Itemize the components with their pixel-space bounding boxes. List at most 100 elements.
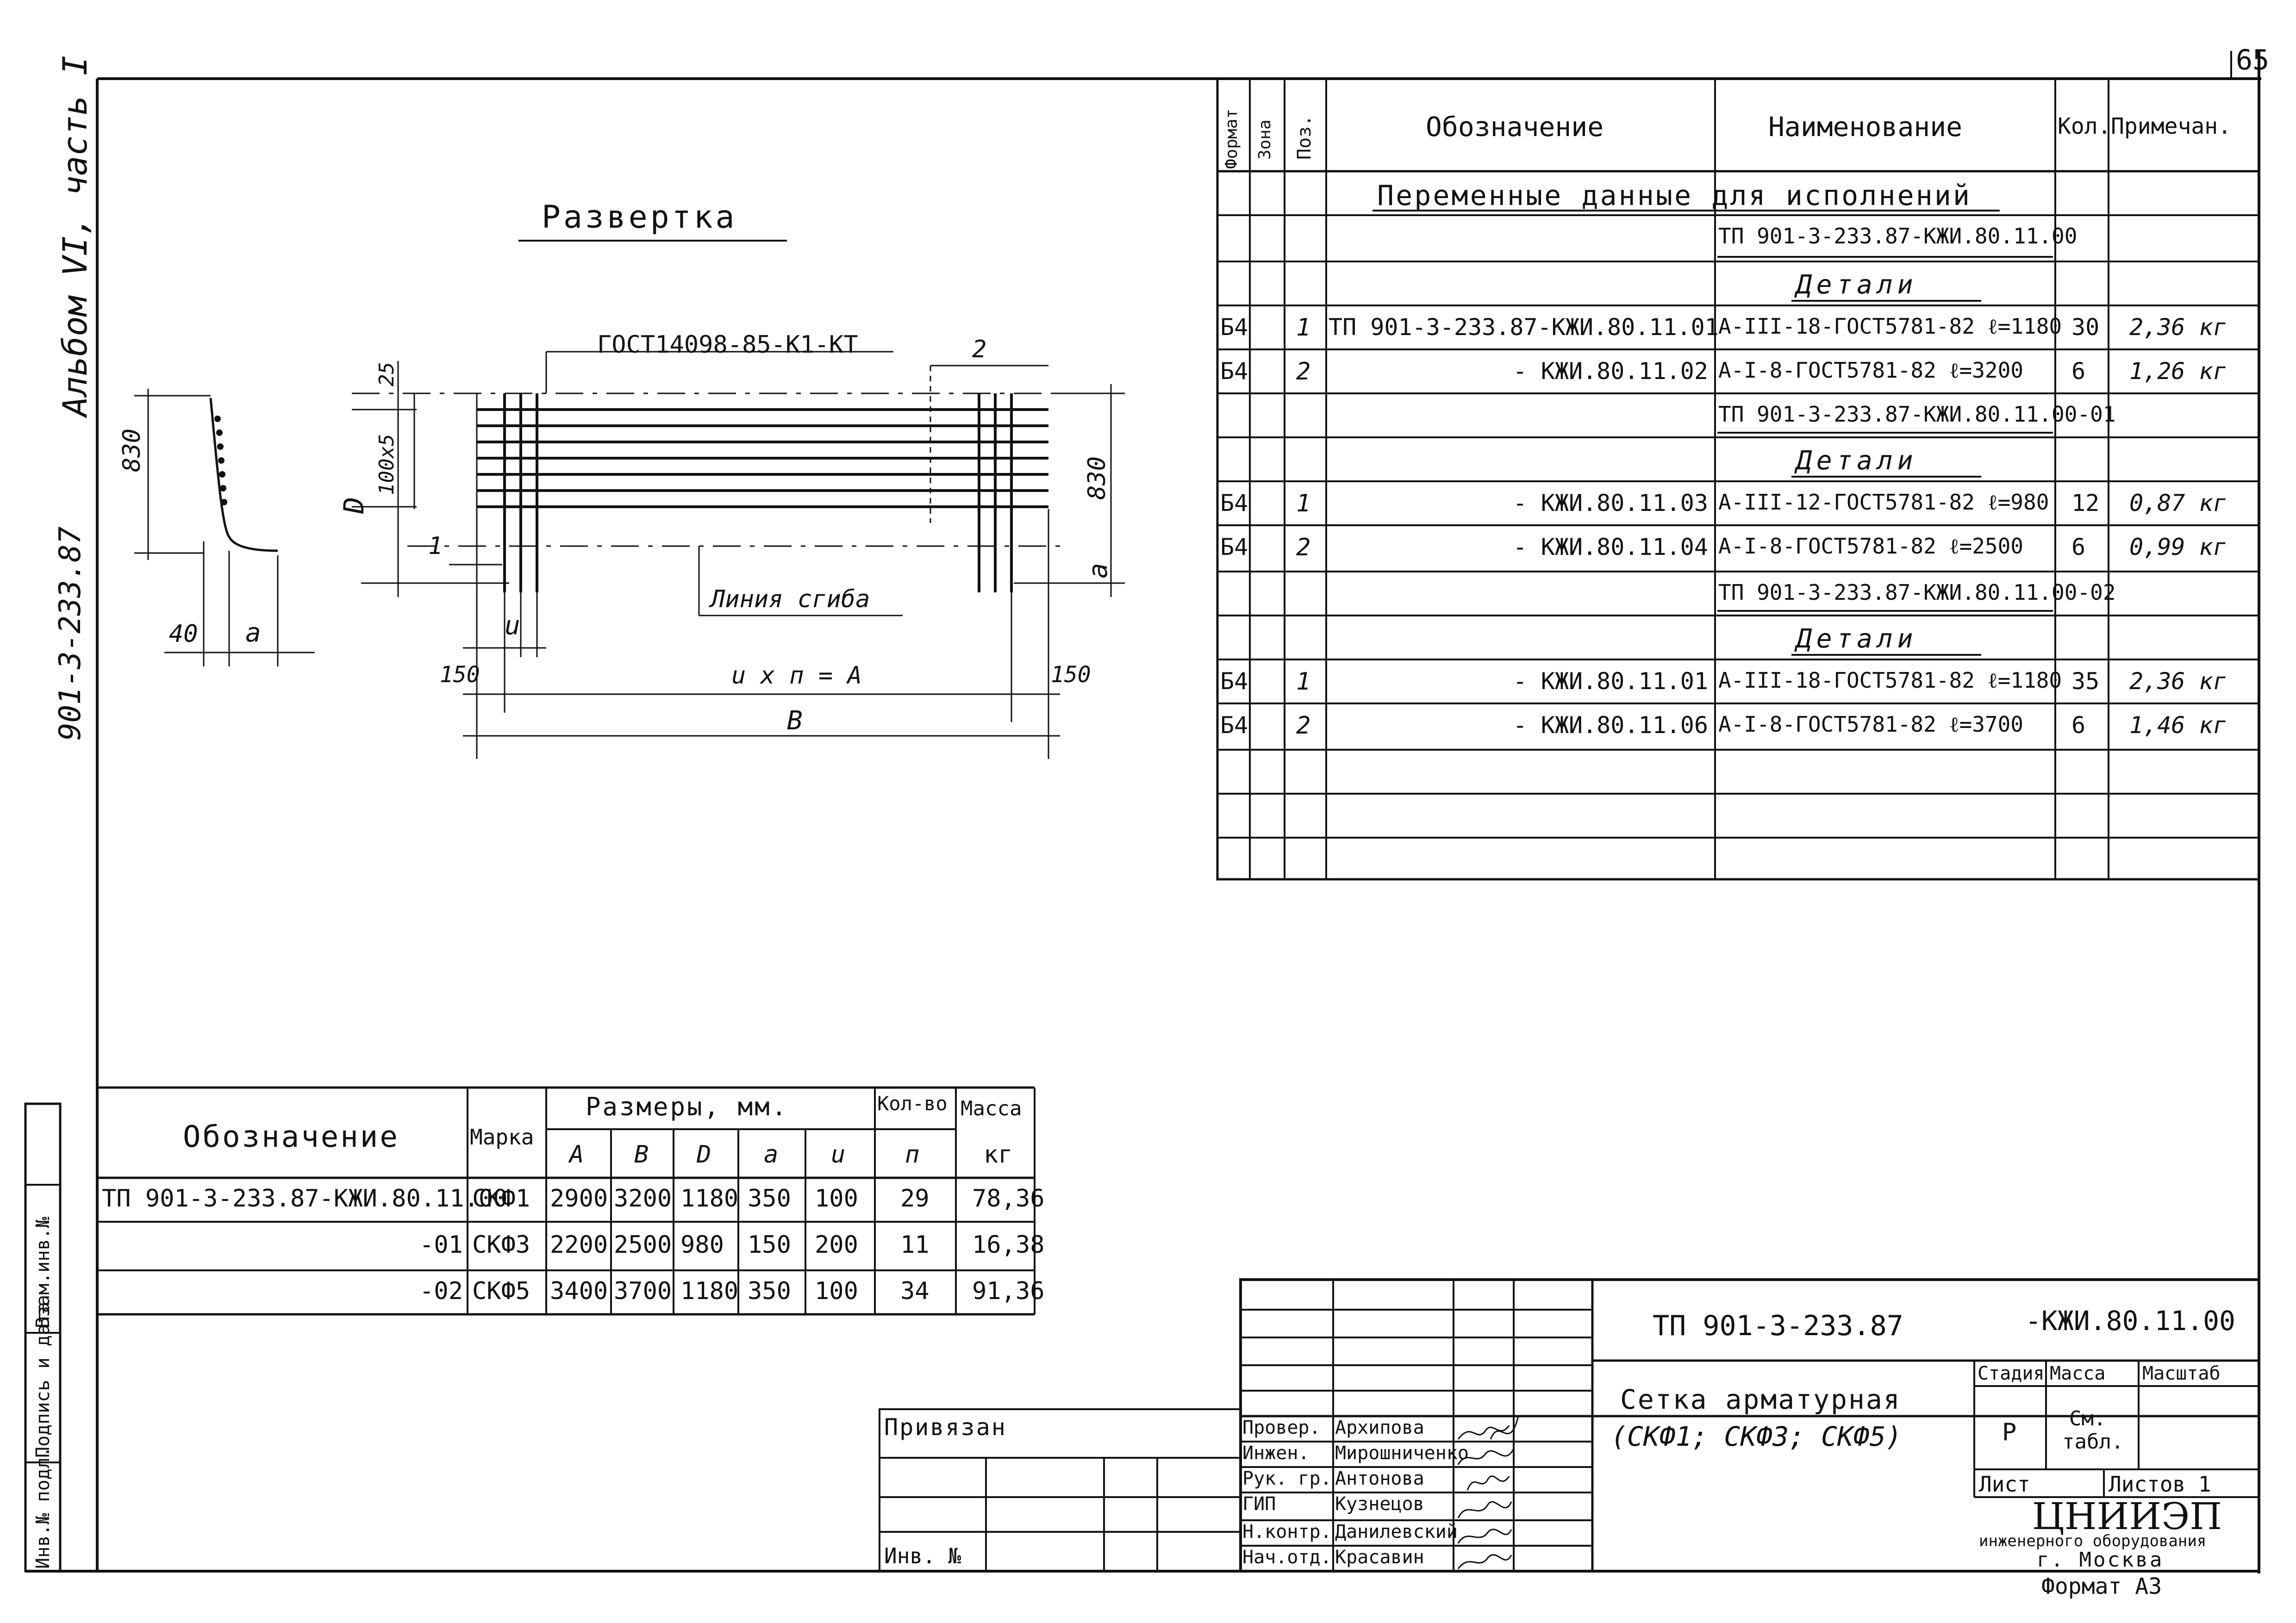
size-header-mark: Марка — [470, 1125, 534, 1150]
spec-cell-name: ТП 901-3-233.87-КЖИ.80.11.00-01 — [1718, 402, 2116, 427]
spec-table-grid — [1216, 77, 2260, 881]
spec-cell-pos: 1 — [1296, 490, 1311, 517]
spec-cell-designation: - КЖИ.80.11.01 — [1513, 668, 1708, 695]
role-label: Рук. гр. — [1242, 1468, 1332, 1489]
mass-value-1: См. — [2069, 1407, 2106, 1430]
size-cell-n: 29 — [900, 1185, 930, 1213]
spec-cell-name: А-I-8-ГОСТ5781-82 ℓ=2500 — [1718, 534, 2024, 559]
role-name: Мирошниченко — [1335, 1443, 1469, 1464]
spec-cell-name: Детали — [1796, 624, 1918, 654]
spec-cell-format: Б4 — [1220, 712, 1248, 739]
role-name: Данилевский — [1335, 1521, 1458, 1542]
section-profile — [134, 389, 315, 666]
spec-cell-format: Б4 — [1220, 668, 1248, 695]
size-header-kg: кг — [984, 1141, 1013, 1169]
size-header-A: А — [569, 1141, 584, 1169]
size-cell-designation: ТП 901-3-233.87-КЖИ.80.11.00 — [102, 1185, 508, 1213]
spec-cell-qty: 6 — [2071, 534, 2086, 560]
size-cell-mass: 78,36 — [972, 1185, 1045, 1213]
pos-1-label: 1 — [428, 532, 443, 560]
spec-cell-format: Б4 — [1220, 358, 1248, 385]
org-city: г. Москва — [2037, 1548, 2164, 1572]
dim-uxn-A: u х п = А — [731, 662, 862, 690]
spec-cell-note: 0,87 кг — [2129, 490, 2227, 516]
spec-cell-name: А-I-8-ГОСТ5781-82 ℓ=3200 — [1718, 358, 2024, 383]
size-cell-D: 980 — [680, 1231, 724, 1259]
size-cell-A: 3400 — [550, 1277, 608, 1305]
spec-header-note: Примечан. — [2111, 113, 2232, 139]
role-name: Архипова — [1335, 1417, 1424, 1438]
dim-a-left: а — [245, 618, 261, 648]
size-header-a: а — [764, 1141, 779, 1169]
size-cell-mass: 91,36 — [972, 1277, 1045, 1305]
spec-header-name: Наименование — [1768, 111, 1963, 143]
spec-cell-note: 2,36 кг — [2129, 668, 2227, 695]
spec-cell-name: А-III-18-ГОСТ5781-82 ℓ=1180 — [1718, 314, 2062, 339]
size-cell-B: 3200 — [614, 1185, 672, 1213]
size-header-B: В — [634, 1141, 649, 1169]
sheet-label: Лист — [1979, 1472, 2030, 1497]
mesh-dims — [352, 351, 1125, 759]
spec-cell-pos: 2 — [1296, 534, 1311, 561]
size-cell-a: 350 — [748, 1277, 791, 1305]
size-cell-u: 100 — [815, 1185, 858, 1213]
spec-cell-qty: 12 — [2071, 490, 2100, 516]
size-cell-mass: 16,38 — [972, 1231, 1045, 1259]
doc-code: ТП 901-3-233.87 — [1653, 1310, 1903, 1342]
role-label: Провер. — [1242, 1417, 1321, 1438]
size-cell-B: 3700 — [614, 1277, 672, 1305]
spec-cell-designation: ТП 901-3-233.87-КЖИ.80.11.01 — [1329, 314, 1719, 341]
size-cell-B: 2500 — [614, 1231, 672, 1259]
spec-cell-designation: Переменные данные для исполнений — [1377, 180, 1972, 212]
spec-cell-designation: - КЖИ.80.11.02 — [1513, 358, 1708, 385]
doc-suffix: -КЖИ.80.11.00 — [2025, 1305, 2235, 1337]
section-dots — [214, 416, 227, 505]
org-name: ЦНИИЭП — [2032, 1495, 2222, 1538]
size-cell-designation: -01 — [419, 1231, 463, 1259]
role-label: Нач.отд. — [1242, 1547, 1332, 1568]
spec-cell-note: 2,36 кг — [2129, 314, 2227, 341]
stage-label: Стадия — [1978, 1363, 2045, 1384]
size-cell-designation: -02 — [419, 1277, 463, 1305]
size-cell-A: 2900 — [550, 1185, 608, 1213]
size-cell-a: 150 — [748, 1231, 791, 1259]
spec-cell-pos: 2 — [1296, 358, 1311, 386]
spec-cell-note: 1,26 кг — [2129, 358, 2227, 385]
size-cell-D: 1180 — [680, 1277, 739, 1305]
title-block-grid — [1239, 1278, 2260, 1573]
dim-150-right: 150 — [1051, 662, 1091, 688]
spec-header-qty: Кол. — [2058, 113, 2111, 139]
spec-cell-name: А-III-12-ГОСТ5781-82 ℓ=980 — [1718, 490, 2049, 515]
spec-cell-qty: 30 — [2071, 314, 2100, 341]
size-cell-a: 350 — [748, 1185, 791, 1213]
spec-cell-name: А-III-18-ГОСТ5781-82 ℓ=1180 — [1718, 668, 2062, 693]
spec-cell-qty: 6 — [2071, 712, 2086, 739]
spec-cell-name: ТП 901-3-233.87-КЖИ.80.11.00 — [1718, 224, 2078, 249]
org-sub: инженерного оборудования — [1979, 1532, 2207, 1550]
spec-cell-qty: 35 — [2071, 668, 2100, 695]
size-header-D: D — [697, 1141, 711, 1169]
role-label: Н.контр. — [1242, 1521, 1332, 1542]
drawing-title: Развертка — [542, 199, 737, 236]
spec-cell-designation: - КЖИ.80.11.04 — [1513, 534, 1708, 560]
spec-header-designation: Обозначение — [1426, 111, 1604, 143]
inv-number-label: Инв. № — [884, 1543, 961, 1568]
spec-cell-pos: 1 — [1296, 668, 1311, 696]
size-cell-n: 34 — [900, 1277, 930, 1305]
size-cell-mark: СКФ3 — [472, 1231, 530, 1259]
spec-cell-note: 1,46 кг — [2129, 712, 2227, 739]
role-label: Инжен. — [1242, 1443, 1310, 1464]
mass-label: Масса — [2050, 1363, 2106, 1384]
spec-cell-name: Детали — [1796, 270, 1918, 300]
role-name: Красавин — [1335, 1547, 1424, 1568]
margin-stamp — [24, 1102, 62, 1573]
privyazan-label: Привязан — [884, 1414, 1007, 1441]
role-name: Антонова — [1335, 1468, 1424, 1489]
format-note: Формат А3 — [2041, 1573, 2162, 1599]
spec-cell-qty: 6 — [2071, 358, 2086, 385]
spec-cell-name: ТП 901-3-233.87-КЖИ.80.11.00-02 — [1718, 580, 2116, 605]
size-cell-mark: СКФ1 — [472, 1185, 530, 1213]
stage-value: Р — [2002, 1418, 2017, 1446]
